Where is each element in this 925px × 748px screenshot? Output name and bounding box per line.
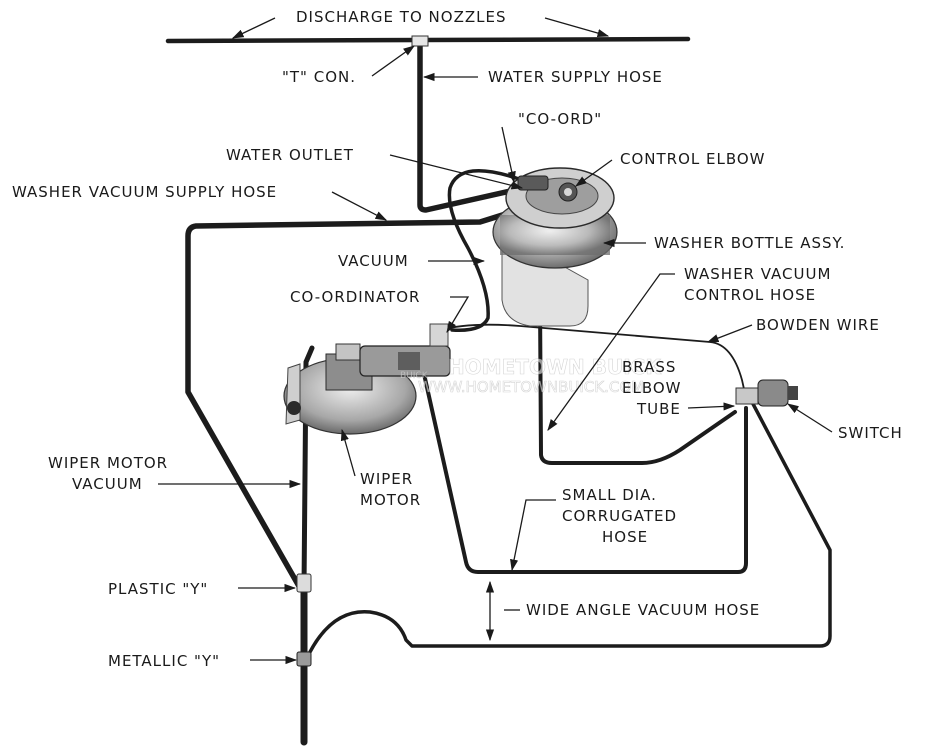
label-wiper-motor-vacuum-1: WIPER MOTOR [48, 454, 168, 472]
leader-washer-vac-supply [331, 191, 388, 221]
label-co-ord: "CO-ORD" [518, 110, 602, 128]
leader-t-con [371, 45, 415, 77]
leader-small-dia [510, 499, 556, 572]
washer-bottle-assembly [492, 167, 618, 327]
label-metallic-y: METALLIC "Y" [108, 652, 220, 670]
label-brass-3: TUBE [636, 400, 681, 418]
plastic-y-fitting [296, 573, 312, 593]
corrugated-hose [420, 363, 748, 574]
watermark: HOMETOWN BUICK WWW.HOMETOWNBUICK.COM BUI… [400, 355, 663, 397]
t-connector [411, 35, 429, 47]
water-supply-hose [417, 39, 518, 213]
label-vacuum: VACUUM [338, 252, 409, 270]
leader-switch [787, 403, 833, 433]
label-wiper-motor-vacuum-2: VACUUM [72, 475, 143, 493]
leader-brass-elbow [687, 402, 736, 411]
switch-assembly [735, 379, 798, 407]
leader-discharge-right [544, 17, 610, 38]
hose-network [165, 36, 832, 746]
label-brass-1: BRASS [622, 358, 676, 376]
label-small-dia-2: CORRUGATED [562, 507, 677, 525]
watermark-badge: BUICK [400, 371, 429, 381]
label-brass-2: ELBOW [622, 379, 682, 397]
watermark-url: WWW.HOMETOWNBUICK.COM [418, 378, 644, 396]
leader-water-outlet [389, 154, 524, 190]
leader-washer-vac-control [547, 273, 675, 431]
washer-vacuum-control-hose [538, 196, 737, 465]
label-bowden-wire: BOWDEN WIRE [756, 316, 880, 334]
label-washer-vac-control-2: CONTROL HOSE [684, 286, 816, 304]
label-switch: SWITCH [838, 424, 903, 442]
washer-vacuum-supply-hose [185, 209, 515, 591]
label-washer-vac-control-1: WASHER VACUUM [684, 265, 831, 283]
label-washer-bottle: WASHER BOTTLE ASSY. [654, 234, 845, 252]
label-water-outlet: WATER OUTLET [226, 146, 354, 164]
leader-bowden-wire [706, 324, 753, 343]
leader-co-ordinator [446, 296, 470, 334]
metallic-y-fitting [296, 651, 312, 667]
label-plastic-y: PLASTIC "Y" [108, 580, 208, 598]
label-washer-vac-supply: WASHER VACUUM SUPPLY HOSE [12, 183, 277, 201]
label-wiper-motor-1: WIPER [360, 470, 413, 488]
label-wiper-motor-2: MOTOR [360, 491, 421, 509]
label-discharge: DISCHARGE TO NOZZLES [296, 8, 506, 26]
label-water-supply: WATER SUPPLY HOSE [488, 68, 663, 86]
wiper-motor-vacuum-hose [301, 345, 315, 591]
leader-discharge-left [231, 17, 276, 39]
watermark-title: HOMETOWN BUICK [448, 355, 662, 379]
leader-wiper-motor [340, 428, 356, 477]
leader-control-elbow [575, 159, 613, 187]
label-small-dia-3: HOSE [602, 528, 648, 546]
label-wide-angle: WIDE ANGLE VACUUM HOSE [526, 601, 760, 619]
leader-co-ord [501, 126, 516, 184]
co-ordinator [359, 323, 451, 377]
callout-labels: DISCHARGE TO NOZZLES "T" CON. WATER SUPP… [12, 8, 903, 670]
label-t-con: "T" CON. [282, 68, 356, 86]
bowden-wire [439, 323, 747, 399]
label-co-ordinator: CO-ORDINATOR [290, 288, 420, 306]
label-small-dia-1: SMALL DIA. [562, 486, 657, 504]
wide-angle-vacuum-hose [304, 400, 832, 662]
leader-lines [158, 17, 833, 665]
label-control-elbow: CONTROL ELBOW [620, 150, 766, 168]
